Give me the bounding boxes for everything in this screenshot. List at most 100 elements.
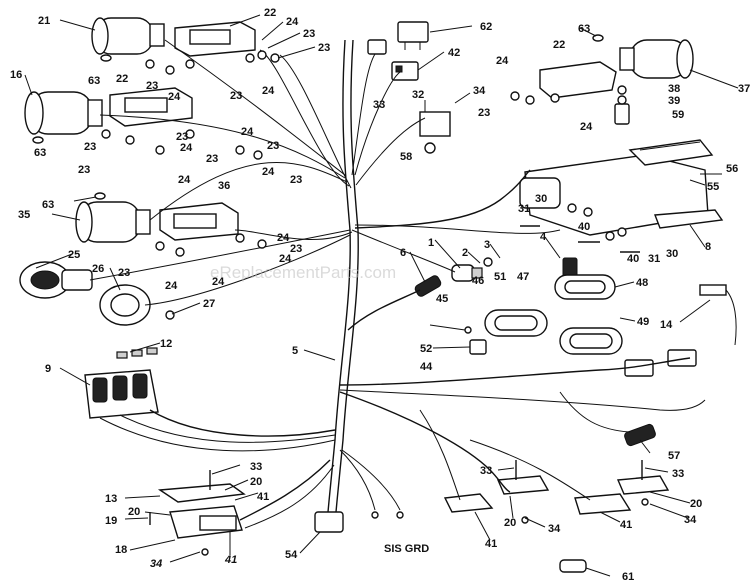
callout-54: 54 [285, 549, 298, 561]
callout-33-a: 33 [250, 461, 262, 473]
callout-23-top-b: 23 [318, 42, 330, 54]
callout-3: 3 [484, 239, 490, 251]
bracket-22-top [174, 21, 256, 57]
callout-18: 18 [115, 544, 127, 556]
callout-30-a: 30 [535, 193, 547, 205]
callout-12: 12 [160, 338, 172, 350]
callout-16: 16 [10, 69, 22, 81]
callout-41-c: 41 [485, 538, 497, 550]
bracket-assembly-left [157, 483, 246, 539]
callout-55: 55 [707, 181, 719, 193]
callout-23-h: 23 [290, 174, 302, 186]
switch-1 [451, 264, 483, 282]
callout-40-a: 40 [578, 221, 590, 233]
callout-46: 46 [472, 275, 484, 287]
callout-24-top: 24 [286, 16, 299, 28]
callout-30-b: 30 [666, 248, 678, 260]
callout-56: 56 [726, 163, 738, 175]
callout-22-top: 22 [264, 7, 276, 19]
relay-42 [391, 61, 419, 81]
connector-pair-right [624, 349, 697, 377]
callout-13: 13 [105, 493, 117, 505]
callout-24-a: 24 [168, 91, 181, 103]
watermark-text: eReplacementParts.com [210, 263, 396, 282]
callout-49: 49 [637, 316, 649, 328]
callout-9: 9 [45, 363, 51, 375]
callout-2: 2 [462, 247, 468, 259]
bracket-8 [654, 209, 724, 229]
callout-24-h: 24 [580, 121, 593, 133]
lamp-ring-26 [99, 284, 151, 326]
callout-23-e: 23 [267, 140, 279, 152]
callout-59: 59 [672, 109, 684, 121]
callout-37: 37 [738, 83, 750, 95]
callout-34-b: 34 [548, 523, 561, 535]
callout-6: 6 [400, 247, 406, 259]
callout-58: 58 [400, 151, 412, 163]
callout-20-c: 20 [504, 517, 516, 529]
callout-39: 39 [668, 95, 680, 107]
lamp-housing-21 [91, 17, 165, 55]
socket-block-9 [84, 369, 159, 419]
callout-21: 21 [38, 15, 50, 27]
callout-41-d: 41 [620, 519, 632, 531]
bracket-36 [159, 202, 239, 241]
callout-24-j: 24 [279, 253, 292, 265]
callout-34-top: 34 [473, 85, 486, 97]
callout-sis-grd: SIS GRD [384, 543, 429, 555]
callout-23-b: 23 [230, 90, 242, 102]
callout-25: 25 [68, 249, 80, 261]
callout-23-a: 23 [146, 80, 158, 92]
lamp-housing-16 [24, 91, 103, 135]
bracket-22-right [539, 61, 617, 99]
bulbs-63 [32, 34, 604, 200]
callout-35: 35 [18, 209, 30, 221]
switch-32 [419, 100, 451, 137]
callout-23-g: 23 [206, 153, 218, 165]
lamp-25 [19, 261, 93, 299]
bracket-assembly-right [574, 475, 670, 515]
connector-14 [699, 284, 727, 296]
callout-33-top: 33 [373, 99, 385, 111]
callout-52: 52 [420, 343, 432, 355]
callout-23-f: 23 [176, 131, 188, 143]
callout-31-a: 31 [518, 203, 530, 215]
callout-33-c: 33 [672, 468, 684, 480]
callout-24-i: 24 [277, 232, 290, 244]
callout-45: 45 [436, 293, 448, 305]
callout-22-right: 22 [553, 39, 565, 51]
leader-lines [24, 14, 739, 577]
callout-62: 62 [480, 21, 492, 33]
callout-32: 32 [412, 89, 424, 101]
callout-24-l: 24 [212, 276, 225, 288]
callout-23-top-a: 23 [303, 28, 315, 40]
connector-44 [469, 339, 487, 355]
callout-23-d: 23 [78, 164, 90, 176]
fuse-59 [614, 103, 630, 125]
callout-24-f: 24 [262, 166, 275, 178]
marker-lamp-49 [559, 327, 623, 355]
callout-24-g: 24 [496, 55, 509, 67]
callout-24-e: 24 [178, 174, 191, 186]
callout-23-c: 23 [84, 141, 96, 153]
callout-36: 36 [218, 180, 230, 192]
callout-14: 14 [660, 319, 673, 331]
relay-62 [397, 21, 429, 50]
callout-41-b: 41 [224, 554, 237, 566]
callout-24-b: 24 [262, 85, 275, 97]
callout-24-k: 24 [165, 280, 178, 292]
marker-lamp-48 [554, 274, 616, 300]
callout-23-k: 23 [118, 267, 130, 279]
callout-24-c: 24 [241, 126, 254, 138]
callout-20-d: 20 [690, 498, 702, 510]
callout-48: 48 [636, 277, 648, 289]
callout-42: 42 [448, 47, 460, 59]
callout-20-b: 20 [128, 506, 140, 518]
callout-40-b: 40 [627, 253, 639, 265]
callout-44: 44 [420, 361, 433, 373]
callout-22-mid: 22 [116, 73, 128, 85]
callout-63-a: 63 [88, 75, 100, 87]
callout-34-a: 34 [150, 558, 162, 570]
callout-19: 19 [105, 515, 117, 527]
